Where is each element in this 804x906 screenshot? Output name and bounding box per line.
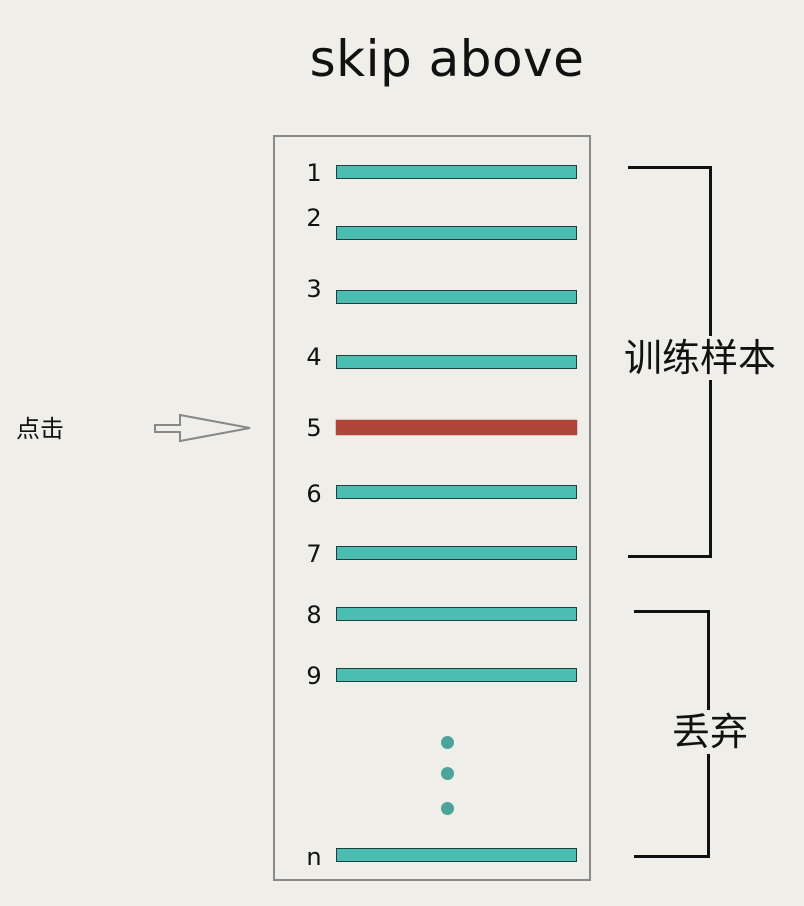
result-bar-9[interactable] (336, 668, 577, 682)
row-number-3: 3 (306, 275, 322, 303)
result-bar-6[interactable] (336, 485, 577, 499)
row-number-8: 8 (306, 601, 322, 629)
row-number-1: 1 (306, 159, 322, 187)
row-number-7: 7 (306, 540, 322, 568)
ranked-list-box (273, 135, 591, 881)
discard-label: 丢弃 (670, 710, 751, 754)
ellipsis-dot (441, 802, 454, 815)
result-bar-5-clicked[interactable] (336, 420, 577, 435)
diagram-title: skip above (309, 30, 585, 88)
row-number-2: 2 (306, 204, 322, 232)
row-number-4: 4 (306, 343, 322, 371)
click-label: 点击 (16, 415, 64, 443)
result-bar-2[interactable] (336, 226, 577, 240)
result-bar-7[interactable] (336, 546, 577, 560)
right-arrow-icon (154, 413, 251, 443)
row-number-5: 5 (306, 414, 322, 442)
row-number-9: 9 (306, 662, 322, 690)
row-number-n: n (306, 843, 322, 871)
training-samples-label: 训练样本 (622, 336, 779, 380)
row-number-6: 6 (306, 480, 322, 508)
result-bar-1[interactable] (336, 165, 577, 179)
ellipsis-dot (441, 736, 454, 749)
ellipsis-dot (441, 767, 454, 780)
result-bar-n[interactable] (336, 848, 577, 862)
result-bar-4[interactable] (336, 355, 577, 369)
result-bar-8[interactable] (336, 607, 577, 621)
result-bar-3[interactable] (336, 290, 577, 304)
